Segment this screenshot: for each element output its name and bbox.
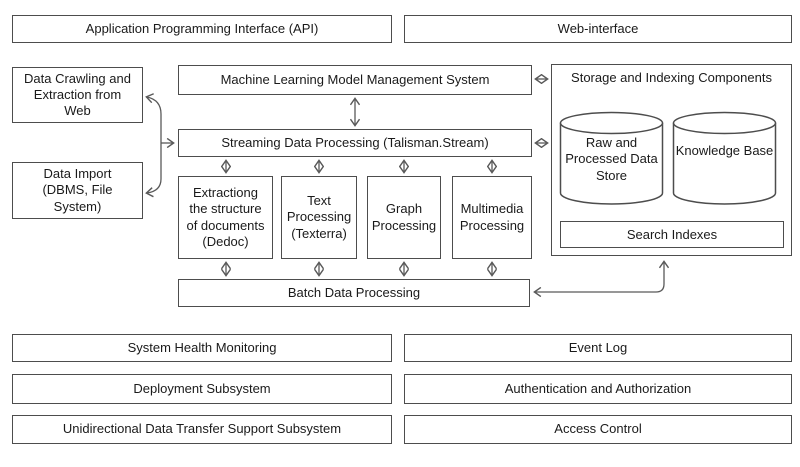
- web-interface-box: Web-interface: [404, 15, 792, 43]
- text-processing-box: Text Processing (Texterra): [281, 176, 357, 259]
- graph-processing-box: Graph Processing: [367, 176, 441, 259]
- event-log-box: Event Log: [404, 334, 792, 362]
- ml-model-management-label: Machine Learning Model Management System: [220, 71, 490, 87]
- document-structure-extraction-label: Extractiong the structure of documents (…: [186, 185, 265, 249]
- database-cylinder-icon: [672, 111, 777, 205]
- storage-indexing-box: Storage and Indexing Components Raw and …: [551, 64, 792, 256]
- batch-processing-label: Batch Data Processing: [287, 284, 421, 300]
- arrow-batch-storage: [533, 260, 670, 298]
- multimedia-processing-box: Multimedia Processing: [452, 176, 532, 259]
- api-label: Application Programming Interface (API): [85, 20, 319, 36]
- graph-processing-label: Graph Processing: [371, 201, 437, 233]
- web-interface-label: Web-interface: [557, 20, 639, 36]
- data-crawling-box: Data Crawling and Extraction from Web: [12, 67, 143, 123]
- storage-indexing-title: Storage and Indexing Components: [571, 70, 772, 85]
- unidirectional-transfer-label: Unidirectional Data Transfer Support Sub…: [62, 421, 342, 437]
- data-crawling-label: Data Crawling and Extraction from Web: [24, 70, 131, 119]
- access-control-box: Access Control: [404, 415, 792, 444]
- access-control-label: Access Control: [554, 421, 642, 437]
- authentication-authorization-box: Authentication and Authorization: [404, 374, 792, 404]
- search-indexes-label: Search Indexes: [626, 227, 718, 242]
- text-processing-label: Text Processing (Texterra): [286, 193, 352, 241]
- deployment-subsystem-box: Deployment Subsystem: [12, 374, 392, 404]
- streaming-processing-label: Streaming Data Processing (Talisman.Stre…: [221, 134, 489, 150]
- knowledge-base-cylinder: Knowledge Base: [672, 111, 777, 206]
- event-log-label: Event Log: [568, 339, 628, 355]
- unidirectional-transfer-box: Unidirectional Data Transfer Support Sub…: [12, 415, 392, 444]
- document-structure-extraction-box: Extractiong the structure of documents (…: [178, 176, 273, 259]
- api-box: Application Programming Interface (API): [12, 15, 392, 43]
- batch-processing-box: Batch Data Processing: [178, 279, 530, 307]
- data-import-label: Data Import (DBMS, File System): [42, 166, 113, 214]
- system-health-monitoring-box: System Health Monitoring: [12, 334, 392, 362]
- system-health-monitoring-label: System Health Monitoring: [127, 339, 277, 355]
- knowledge-base-label: Knowledge Base: [675, 143, 774, 158]
- ml-model-management-box: Machine Learning Model Management System: [178, 65, 532, 95]
- raw-store-label: Raw and Processed Data Store: [565, 135, 658, 183]
- authentication-authorization-label: Authentication and Authorization: [504, 380, 692, 396]
- search-indexes-box: Search Indexes: [560, 221, 784, 248]
- database-cylinder-icon: [559, 111, 664, 205]
- multimedia-processing-label: Multimedia Processing: [459, 201, 525, 233]
- data-import-box: Data Import (DBMS, File System): [12, 162, 143, 219]
- streaming-processing-box: Streaming Data Processing (Talisman.Stre…: [178, 129, 532, 157]
- deployment-subsystem-label: Deployment Subsystem: [133, 380, 271, 396]
- raw-store-cylinder: Raw and Processed Data Store: [559, 111, 664, 206]
- arrow-sources-trunk: [145, 93, 162, 198]
